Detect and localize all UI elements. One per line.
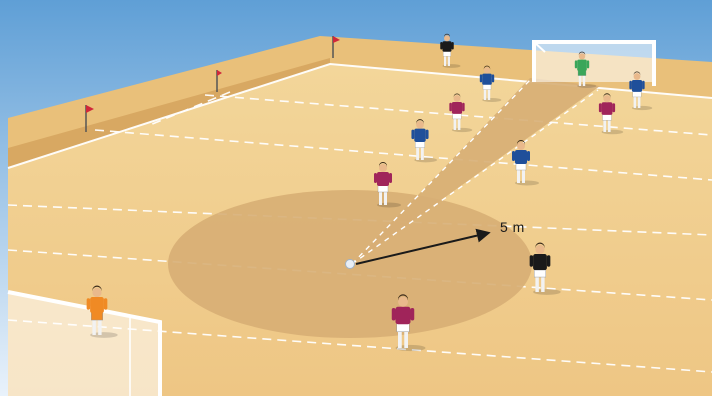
distance-label: 5 m	[500, 219, 525, 235]
ball	[346, 260, 355, 269]
